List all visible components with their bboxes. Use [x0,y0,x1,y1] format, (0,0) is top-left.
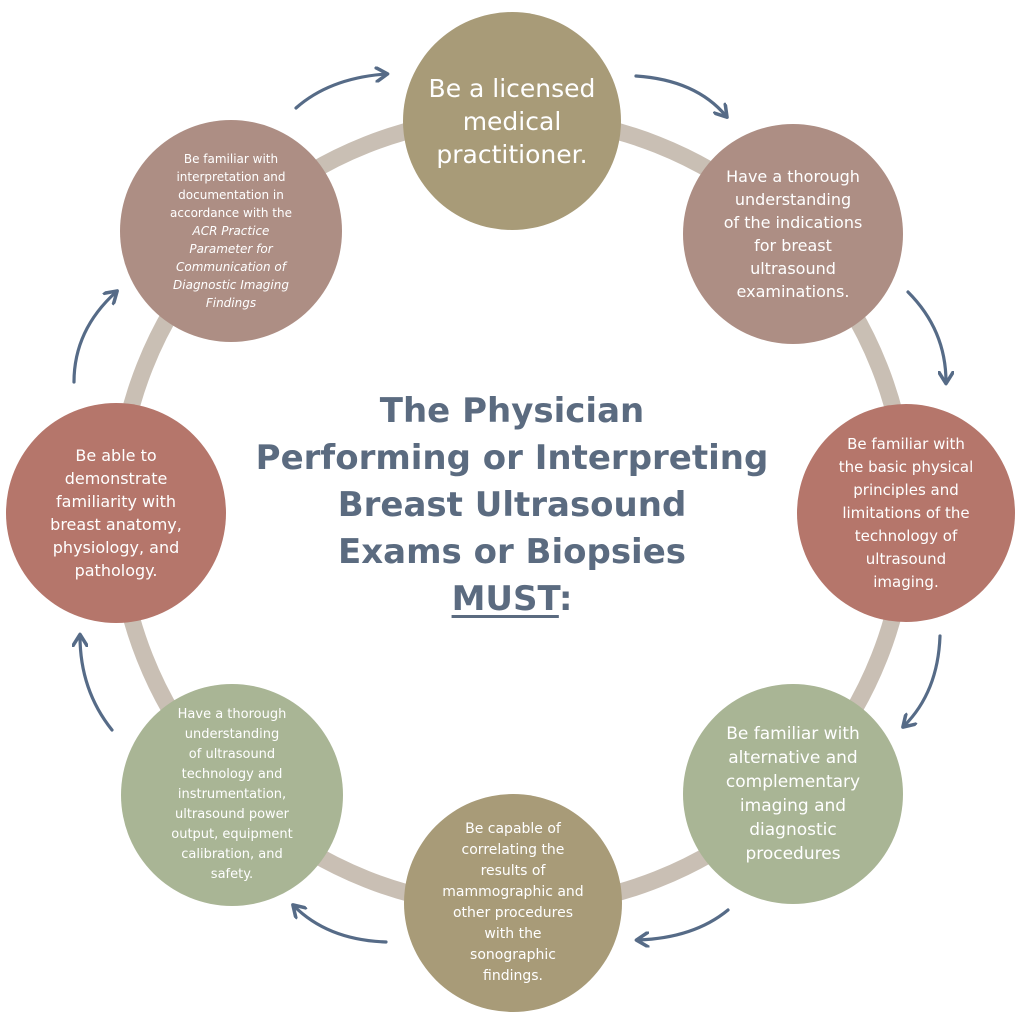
node-physical-principles-text: Be familiar with the basic physical prin… [838,434,974,591]
title-line-1: The Physician [379,391,645,431]
node-technology-text: Have a thorough understanding of ultraso… [171,707,293,882]
cycle-arrow-7 [80,636,114,732]
node-indications-text: Have a thorough understanding of the ind… [723,167,863,301]
cycle-arrow-6 [294,906,388,944]
cycle-arrow-1 [294,74,386,110]
diagram-title: The Physician Performing or Interpreting… [212,388,812,623]
node-licensed-practitioner: Be a licensed medical practitioner. [403,12,621,230]
node-anatomy: Be able to demonstrate familiarity with … [6,403,226,623]
title-line-5: MUST: [212,576,812,623]
node-technology: Have a thorough understanding of ultraso… [121,684,343,906]
title-line-2: Performing or Interpreting [255,438,769,478]
node-interpretation: Be familiar with interpretation and docu… [120,120,342,342]
node-indications: Have a thorough understanding of the ind… [683,124,903,344]
title-emphasis: MUST [451,579,559,619]
node-licensed-practitioner-text: Be a licensed medical practitioner. [428,73,596,169]
node-physical-principles: Be familiar with the basic physical prin… [797,404,1015,622]
node-anatomy-text: Be able to demonstrate familiarity with … [50,446,182,580]
title-line-3: Breast Ultrasound [337,485,687,525]
node-correlating-text: Be capable of correlating the results of… [442,821,584,984]
cycle-arrow-3 [906,290,946,382]
cycle-arrow-8 [72,292,116,384]
node-correlating: Be capable of correlating the results of… [404,794,622,1012]
title-line-4: Exams or Biopsies [337,532,687,572]
node-alternative-imaging-text: Be familiar with alternative and complem… [725,724,861,864]
node-alternative-imaging: Be familiar with alternative and complem… [683,684,903,904]
cycle-arrow-4 [904,634,942,726]
node-interpretation-text: Be familiar with interpretation and docu… [170,152,292,310]
cycle-arrow-5 [638,908,730,940]
title-suffix: : [558,579,573,619]
cycle-arrow-2 [634,74,726,116]
